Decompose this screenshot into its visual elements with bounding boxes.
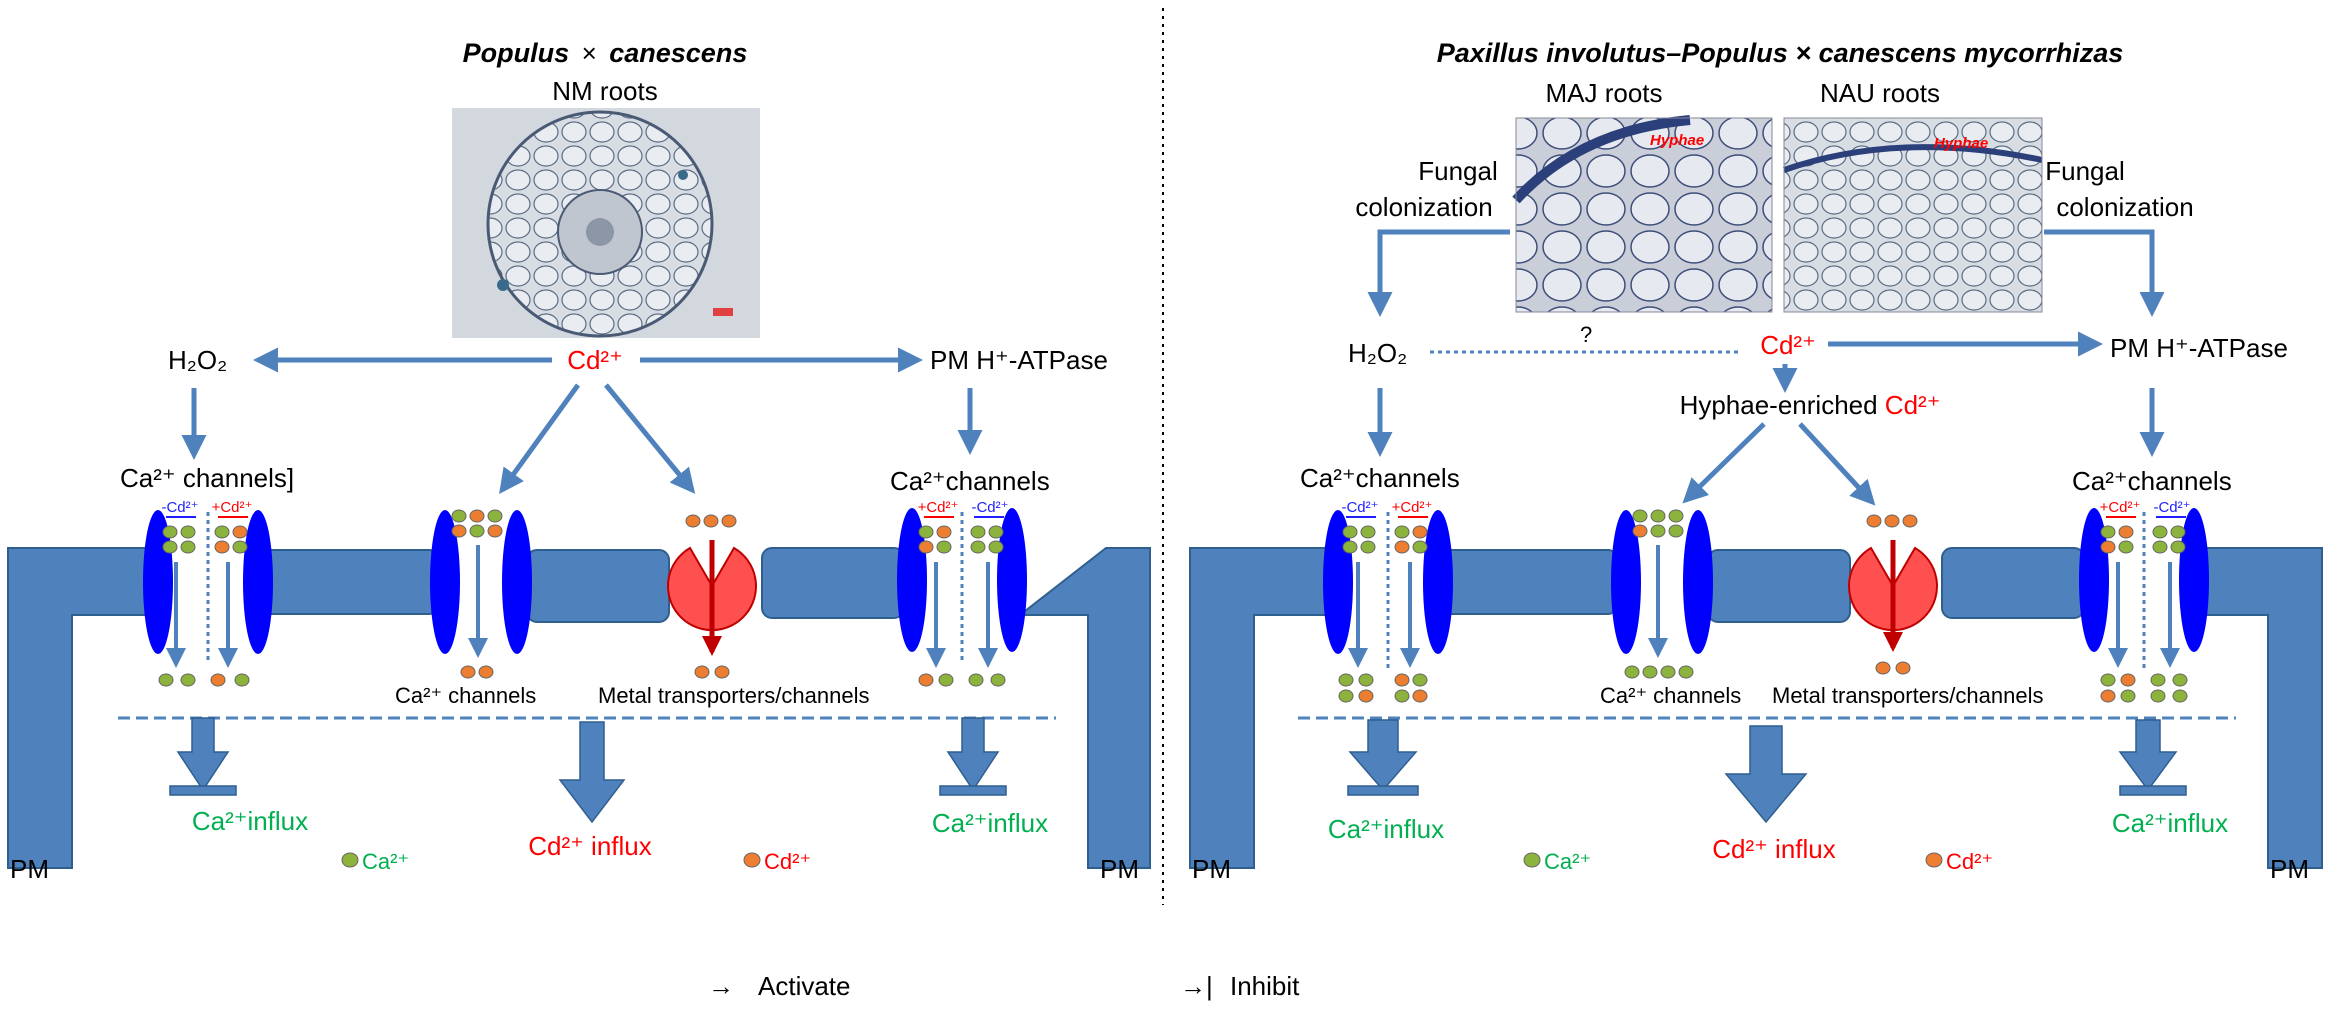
rch3-plus-cd: +Cd²⁺: [2100, 499, 2141, 516]
fungal-arrows: [1367, 229, 2165, 317]
right-pm-label-1: PM: [1192, 854, 1231, 884]
right-cd-influx: Cd²⁺ influx: [1712, 834, 1836, 864]
nau-root-micrograph: Hyphae: [1783, 117, 2043, 313]
right-h2o2-label: H₂O₂: [1348, 338, 1407, 368]
right-cd-label: Cd²⁺: [1760, 330, 1816, 360]
right-metal-transporters-label: Metal transporters/channels: [1772, 683, 2043, 708]
hyphae-enriched-label: Hyphae-enriched Cd²⁺: [1680, 390, 1941, 420]
right-ca-channel-1: -Cd²⁺ +Cd²⁺: [1323, 499, 1453, 703]
left-ca-channel-1: -Cd²⁺ +Cd²⁺: [143, 499, 273, 687]
left-legend-ca: Ca²⁺: [362, 849, 409, 874]
left-metal-transporters-label: Metal transporters/channels: [598, 683, 869, 708]
nm-roots-label: NM roots: [552, 76, 657, 106]
ch3-plus-cd: +Cd²⁺: [918, 499, 959, 516]
right-metal-transporter: [1848, 514, 1938, 675]
right-pm-label-2: PM: [2270, 854, 2309, 884]
right-ca-influx-1: Ca²⁺influx: [1328, 814, 1444, 844]
left-legend-cd-dot: [743, 852, 761, 868]
right-influx-arrows: [1347, 719, 2187, 824]
fungal-left-2: colonization: [1355, 192, 1492, 222]
left-panel: Populus × canescens NM roots H₂O₂ Cd²⁺ P…: [7, 38, 1151, 884]
left-ca-channels-label-2: Ca²⁺channels: [890, 466, 1050, 496]
left-influx-arrows: [169, 717, 1007, 824]
ch1-plus-cd: +Cd²⁺: [212, 499, 253, 516]
question-mark: ?: [1580, 322, 1592, 347]
ch1-minus-cd: -Cd²⁺: [161, 499, 198, 516]
fungal-right-1: Fungal: [2045, 156, 2125, 186]
left-plasma-membrane: [7, 547, 1151, 869]
right-legend-cd-dot: [1925, 852, 1943, 868]
right-ca-channel-2: [1611, 509, 1713, 679]
fungal-left-1: Fungal: [1418, 156, 1498, 186]
right-plasma-membrane: [1189, 547, 2323, 869]
activate-symbol: →: [708, 971, 734, 1001]
ch3-minus-cd: -Cd²⁺: [971, 499, 1008, 516]
right-panel: Paxillus involutus–Populus × canescens m…: [1189, 38, 2323, 884]
maj-root-micrograph: Hyphae: [1512, 115, 1773, 313]
right-ca-channels-label-mid: Ca²⁺ channels: [1600, 683, 1741, 708]
left-metal-transporter: [667, 514, 757, 679]
left-ca-channel-2: [430, 509, 532, 679]
left-pm-atpase-label: PM H⁺-ATPase: [930, 345, 1108, 375]
fungal-right-2: colonization: [2056, 192, 2193, 222]
maj-roots-label: MAJ roots: [1545, 78, 1662, 108]
left-title: Populus × canescens: [463, 38, 748, 68]
left-ca-influx-2: Ca²⁺influx: [932, 808, 1048, 838]
left-ca-channel-3: +Cd²⁺ -Cd²⁺: [897, 499, 1027, 687]
rch1-plus-cd: +Cd²⁺: [1392, 499, 1433, 516]
right-ca-channels-label-1: Ca²⁺channels: [1300, 463, 1460, 493]
left-h2o2-label: H₂O₂: [168, 345, 227, 375]
maj-hyphae-label: Hyphae: [1650, 132, 1704, 149]
left-legend-cd: Cd²⁺: [764, 849, 811, 874]
right-ca-channel-3: +Cd²⁺ -Cd²⁺: [2079, 499, 2209, 703]
left-legend-ca-dot: [341, 852, 359, 868]
rch1-minus-cd: -Cd²⁺: [1341, 499, 1378, 516]
nau-roots-label: NAU roots: [1820, 78, 1940, 108]
inhibit-label: Inhibit: [1230, 971, 1300, 1001]
right-title: Paxillus involutus–Populus × canescens m…: [1437, 38, 2124, 68]
left-pm-label-2: PM: [1100, 854, 1139, 884]
nau-hyphae-label: Hyphae: [1934, 135, 1988, 152]
right-ca-influx-2: Ca²⁺influx: [2112, 808, 2228, 838]
left-ca-influx-1: Ca²⁺influx: [192, 806, 308, 836]
left-ca-channels-label-mid: Ca²⁺ channels: [395, 683, 536, 708]
inhibit-symbol: →|: [1180, 971, 1213, 1001]
arrow-legend: → Activate →| Inhibit: [708, 971, 1300, 1001]
right-arrows: [1367, 331, 2165, 506]
left-cd-influx: Cd²⁺ influx: [528, 831, 652, 861]
right-legend-ca: Ca²⁺: [1544, 849, 1591, 874]
left-cd-label: Cd²⁺: [567, 345, 623, 375]
right-legend-cd: Cd²⁺: [1946, 849, 1993, 874]
activate-label: Activate: [758, 971, 851, 1001]
left-pm-label-1: PM: [10, 854, 49, 884]
left-ca-channels-label-1: Ca²⁺ channels]: [120, 463, 294, 493]
right-ca-channels-label-2: Ca²⁺channels: [2072, 466, 2232, 496]
right-legend-ca-dot: [1523, 852, 1541, 868]
nm-root-micrograph: [452, 108, 760, 338]
right-pm-atpase-label: PM H⁺-ATPase: [2110, 333, 2288, 363]
rch3-minus-cd: -Cd²⁺: [2153, 499, 2190, 516]
left-arrows: [181, 347, 983, 495]
